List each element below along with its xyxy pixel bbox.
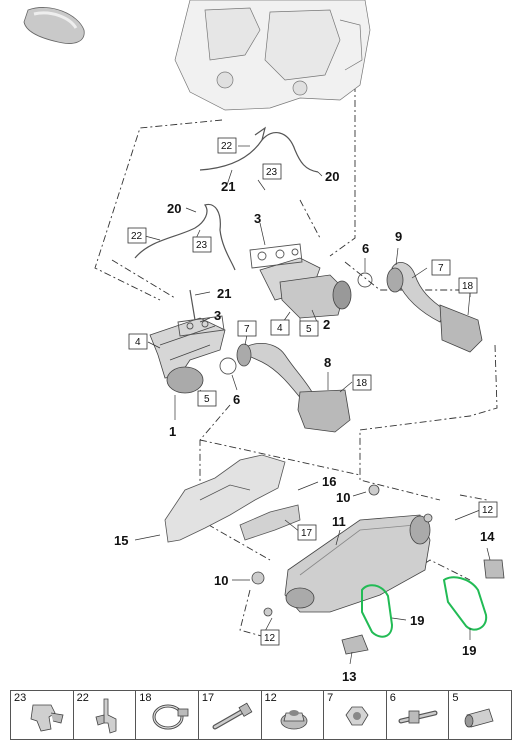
callout-8: 8 [324,355,331,370]
boxed-18-middle: 18 [356,378,368,389]
legend-cell-22: 22 [74,691,137,739]
callout-20-upper: 20 [325,169,339,184]
hardware-legend: 23 22 18 17 12 [10,690,512,740]
legend-number: 18 [139,692,152,704]
cover-cap [23,7,85,44]
callout-19-left: 19 [410,613,424,628]
legend-number: 23 [14,692,27,704]
legend-cell-7: 7 [324,691,387,739]
bolt-icon [212,702,253,730]
holder-plate-icon [95,698,117,734]
boxed-23-upper: 23 [266,167,278,178]
boxed-7-left: 7 [244,324,250,335]
callout-9: 9 [395,229,402,244]
oxygen-sensors [134,126,319,321]
boxed-22-lower: 22 [131,231,143,242]
legend-number: 17 [201,692,215,704]
callout-20-lower: 20 [167,201,181,216]
callout-15: 15 [114,533,128,548]
callout-16: 16 [322,474,336,489]
callout-6-upper: 6 [362,241,369,256]
callout-13: 13 [342,669,356,684]
boxed-5-right: 5 [306,324,312,335]
boxed-5-left: 5 [204,394,210,405]
callout-10-upper: 10 [336,490,350,505]
heat-shields [164,454,301,543]
legend-number: 5 [452,692,459,704]
callout-1: 1 [169,424,176,439]
callout-3-lower: 3 [214,308,221,323]
boxed-4-right: 4 [277,323,283,334]
sleeve-icon [464,708,494,728]
callout-21-upper: 21 [221,179,235,194]
callout-3-upper: 3 [254,211,261,226]
exhaust-manifold-left [149,317,226,394]
exploded-parts-diagram: 21 20 20 3 21 3 6 9 2 8 6 1 16 10 11 15 … [23,0,505,684]
tailpipe-tips [341,559,505,655]
legend-number: 6 [389,692,396,704]
dashed-assembly-lines [94,70,498,638]
exhaust-manifold-right [259,257,352,319]
hex-nut-icon [345,706,369,726]
boxed-4-left: 4 [135,337,141,348]
bracket-clip-icon [30,704,64,732]
exhaust-pipe-9 [386,261,483,353]
engine-block [174,0,371,111]
legend-cell-5: 5 [449,691,511,739]
legend-cell-18: 18 [136,691,199,739]
callout-14: 14 [480,529,495,544]
callout-10-lower: 10 [214,573,228,588]
boxed-22-upper: 22 [221,141,233,152]
legend-cell-12: 12 [262,691,325,739]
boxed-7-right: 7 [438,263,444,274]
callout-11: 11 [332,514,346,529]
legend-cell-23: 23 [11,691,74,739]
hose-clamp-icon [152,704,189,730]
callout-6-lower: 6 [233,392,240,407]
legend-number: 12 [264,692,277,704]
boxed-12-right: 12 [482,505,494,516]
flange-nut-icon [280,710,307,730]
legend-cell-17: 17 [199,691,262,739]
callout-19-right: 19 [462,643,476,658]
boxed-18-right: 18 [462,281,474,292]
green-gaskets [361,576,488,638]
boxed-17: 17 [301,528,313,539]
boxed-23-lower: 23 [196,240,208,251]
manifold-gaskets [177,243,373,375]
callout-21-lower: 21 [217,286,231,301]
callout-2: 2 [323,317,330,332]
legend-number: 7 [327,692,334,704]
small-hardware [251,484,433,617]
boxed-callouts [127,137,498,646]
boxed-12-left: 12 [264,633,276,644]
rear-muffler [284,514,431,613]
exhaust-pipe-8 [236,342,351,433]
legend-number: 22 [76,692,89,704]
legend-cell-6: 6 [387,691,450,739]
stud-bolt-icon [398,710,438,724]
